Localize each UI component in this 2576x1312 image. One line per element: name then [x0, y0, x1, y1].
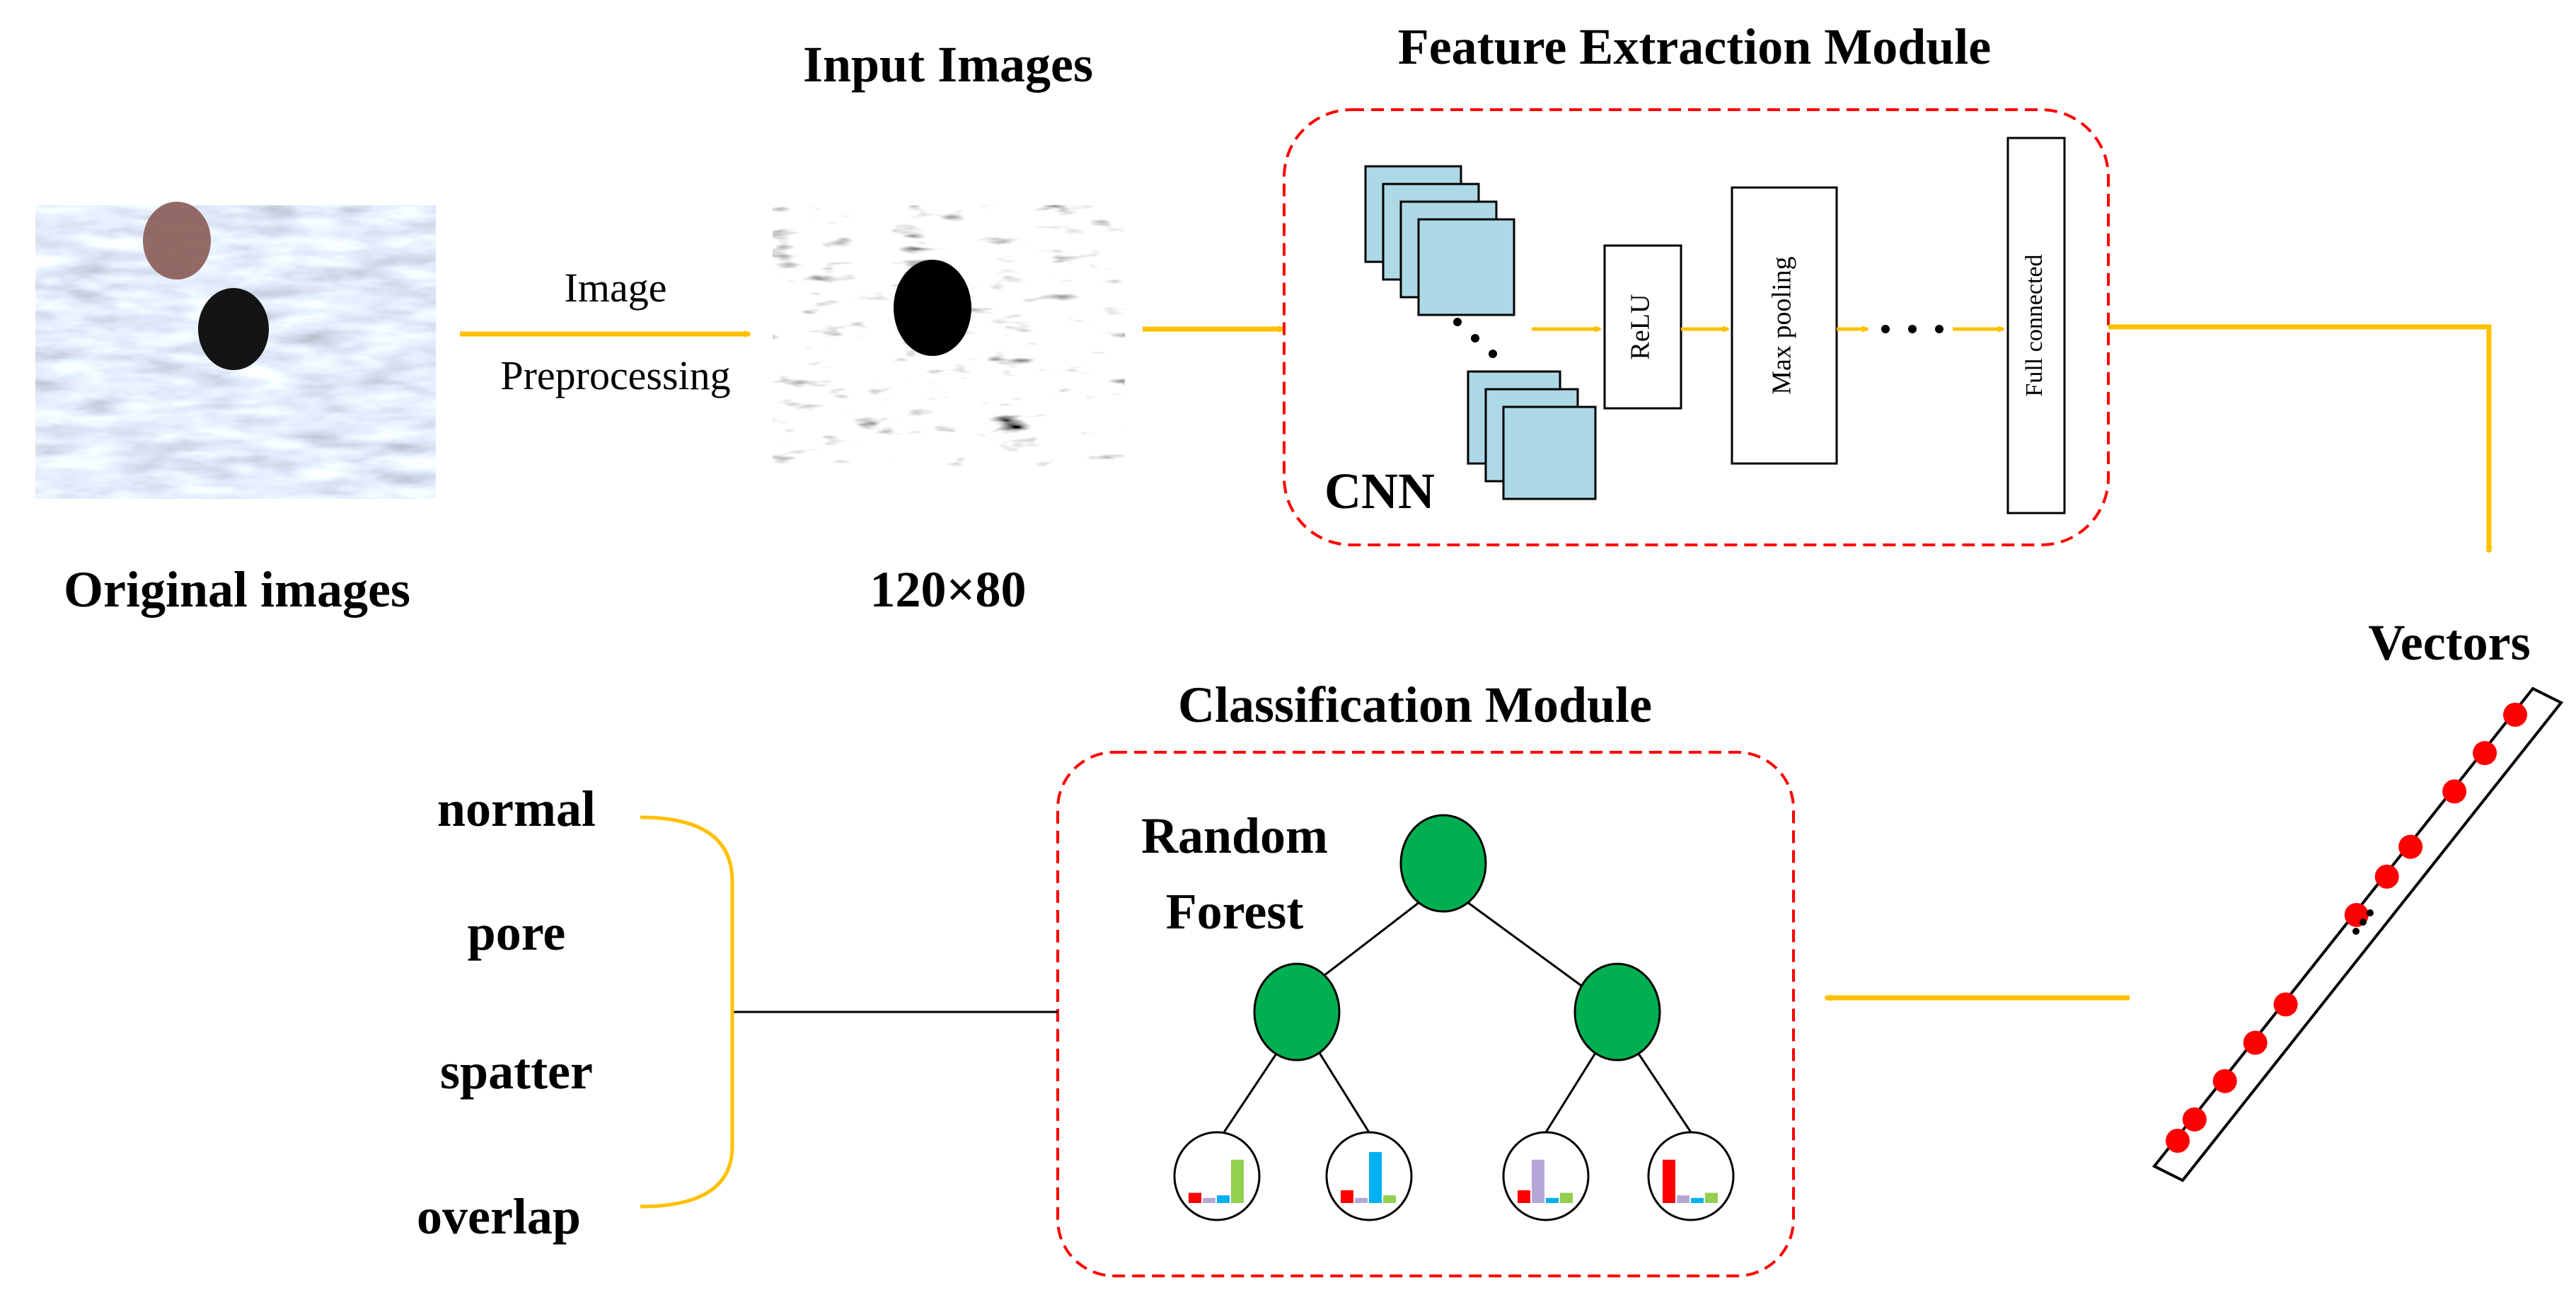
leaf-histogram-bar: [1369, 1152, 1382, 1203]
class-label-pore: pore: [468, 904, 566, 961]
leaf-histogram-bar: [1705, 1192, 1718, 1203]
tree-left-node: [1253, 962, 1341, 1061]
vector-dot: [2243, 1030, 2268, 1055]
preprocessing-label-line2: Preprocessing: [500, 352, 730, 398]
feature-extraction-title: Feature Extraction Module: [1398, 18, 1992, 75]
leaf-histogram-bar: [1560, 1192, 1573, 1203]
full-connected-layer: [2006, 137, 2066, 514]
image-size-caption: 120×80: [870, 561, 1026, 618]
tree-leaf-node: [1173, 1131, 1261, 1221]
leaf-histogram-bar: [1341, 1190, 1353, 1203]
original-image: [35, 202, 436, 499]
leaf-histogram-bar: [1189, 1192, 1201, 1203]
leaf-histogram-bar: [1691, 1197, 1704, 1203]
class-label-overlap: overlap: [417, 1188, 581, 1245]
vector-dot: [2182, 1107, 2207, 1132]
vector-ellipsis: [2352, 909, 2374, 935]
input-images-title: Input Images: [803, 36, 1093, 93]
vector-dot: [2442, 779, 2467, 804]
layer-ellipsis: [1881, 325, 1943, 333]
leaf-histogram-bar: [1532, 1159, 1544, 1203]
leaf-histogram-bar: [1383, 1195, 1396, 1203]
feature-map-ellipsis: [1453, 318, 1497, 358]
tree-leaf-node: [1325, 1131, 1413, 1221]
input-image: [773, 205, 1125, 467]
preprocessing-label-line1: Image: [565, 265, 667, 311]
class-label-spatter: spatter: [440, 1043, 593, 1100]
leaf-histogram-bar: [1518, 1190, 1530, 1203]
leaf-histogram-bar: [1663, 1159, 1675, 1203]
vectors-title: Vectors: [2368, 614, 2530, 671]
vector-dot: [2166, 1129, 2190, 1153]
feature-map-stack-top: [1364, 165, 1515, 316]
classification-module: [1056, 751, 1795, 1277]
vector-dot: [2473, 741, 2497, 766]
relu-label: ReLU: [1626, 294, 1656, 360]
leaf-histogram-bar: [1677, 1195, 1690, 1203]
cnn-label: CNN: [1324, 463, 1435, 519]
tree-edges: [1223, 899, 1692, 1133]
leaf-histogram-bar: [1231, 1159, 1244, 1203]
original-images-caption: Original images: [64, 561, 410, 618]
vector-dot: [2273, 992, 2298, 1017]
max-pooling-layer: [1731, 186, 1838, 465]
leaf-histogram-bar: [1355, 1197, 1368, 1203]
vector-dot: [2398, 834, 2423, 859]
cnn-to-vectors-arrow: [2108, 324, 2493, 553]
tree-right-node: [1573, 962, 1661, 1061]
vector-dot: [2212, 1069, 2237, 1093]
random-forest-label-line2: Forest: [1166, 883, 1304, 940]
vector-dot: [2374, 864, 2399, 889]
full-connected-label: Full connected: [2021, 254, 2047, 396]
feature-extraction-module: [1283, 108, 2110, 546]
class-label-normal: normal: [437, 781, 596, 837]
leaf-histogram-bar: [1203, 1197, 1215, 1203]
vector-dot: [2503, 703, 2527, 727]
tree-leaf-node: [1647, 1131, 1735, 1221]
relu-layer: [1603, 244, 1682, 410]
max-pooling-label: Max pooling: [1767, 256, 1797, 394]
leaf-histogram-bar: [1217, 1195, 1230, 1203]
tree-root-node: [1399, 814, 1487, 913]
class-bracket: [640, 815, 734, 1209]
feature-map-stack-bottom: [1467, 370, 1597, 500]
feature-vector: [2152, 686, 2564, 1182]
classification-module-title: Classification Module: [1178, 677, 1652, 733]
random-forest-label-line1: Random: [1141, 807, 1328, 864]
tree-leaf-node: [1502, 1131, 1590, 1221]
leaf-histogram-bar: [1546, 1197, 1559, 1203]
